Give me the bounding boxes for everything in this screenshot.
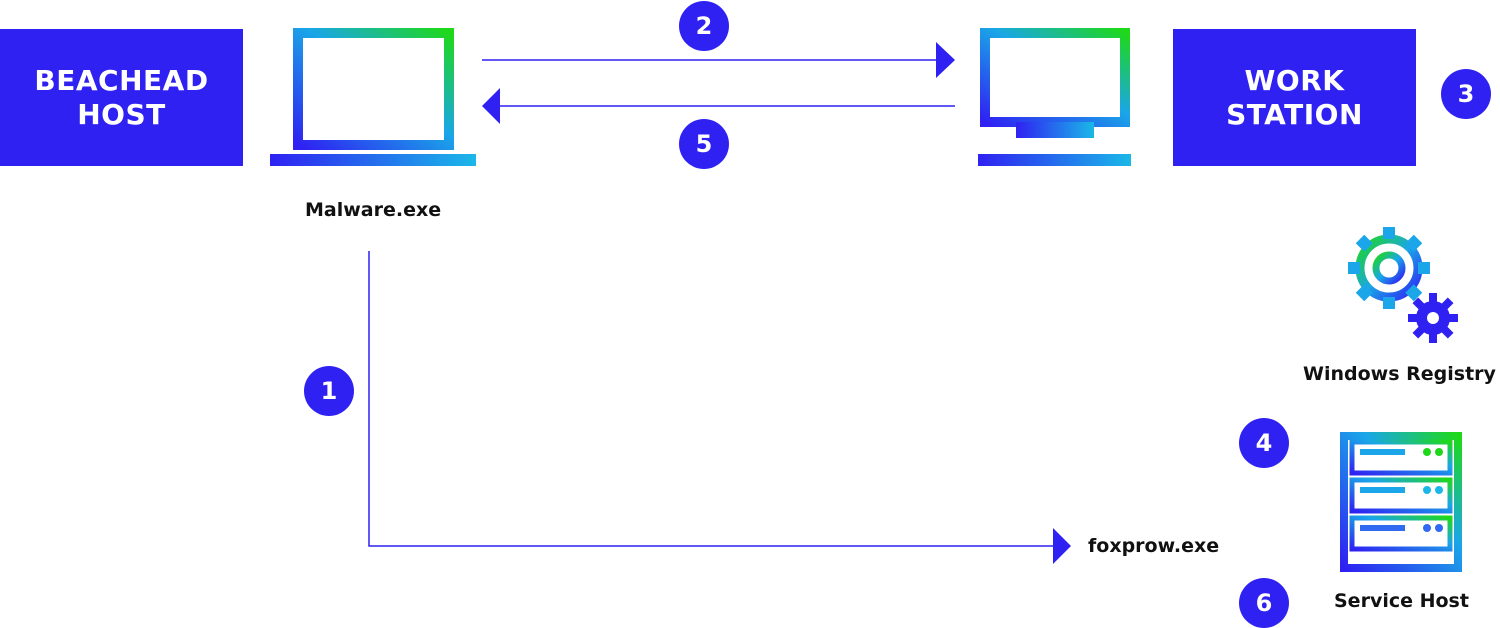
- monitor-icon: [978, 28, 1131, 166]
- arrow-to-foxprow: [368, 251, 1071, 564]
- laptop-icon: [270, 28, 476, 166]
- arrow-to-workstation: [482, 42, 955, 78]
- foxprow-label: foxprow.exe: [1088, 535, 1220, 557]
- beachhead-line2: HOST: [77, 97, 166, 131]
- workstation-box: WORK STATION: [1173, 29, 1416, 166]
- step-4-badge: 4: [1239, 418, 1289, 468]
- step-5-badge: 5: [679, 119, 729, 169]
- malware-label: Malware.exe: [305, 199, 442, 221]
- windows-registry-label: Windows Registry: [1303, 363, 1496, 385]
- service-host-label: Service Host: [1334, 590, 1469, 612]
- step-1-badge: 1: [304, 366, 354, 416]
- workstation-line2: STATION: [1226, 97, 1363, 131]
- gears-icon: [1348, 227, 1458, 343]
- workstation-line1: WORK: [1244, 63, 1345, 97]
- beachhead-host-box: BEACHEAD HOST: [0, 29, 243, 166]
- step-6-badge: 6: [1239, 578, 1289, 628]
- beachhead-line1: BEACHEAD: [34, 63, 209, 97]
- arrow-to-beachhead: [482, 88, 955, 124]
- step-2-badge: 2: [679, 1, 729, 51]
- step-3-badge: 3: [1441, 69, 1491, 119]
- server-icon: [1340, 432, 1462, 572]
